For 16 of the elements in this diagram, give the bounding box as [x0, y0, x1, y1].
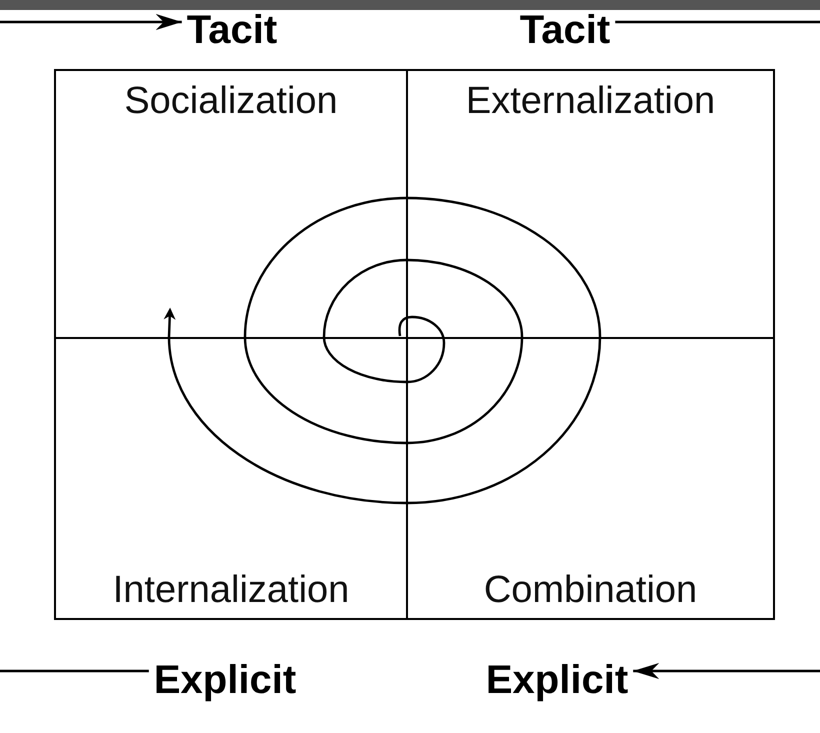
- connector-line: [0, 670, 149, 672]
- quadrant-box: [406, 69, 775, 339]
- column-heading: Explicit: [486, 660, 628, 700]
- quadrant-box: [406, 337, 775, 620]
- column-heading: Tacit: [520, 10, 610, 50]
- quadrant-title: Externalization: [466, 81, 716, 123]
- quadrant-title: Internalization: [112, 570, 350, 612]
- quadrant-title: Socialization: [124, 81, 338, 123]
- quadrant-title: Combination: [484, 570, 698, 612]
- arrow: [633, 663, 820, 679]
- connector-line: [615, 20, 820, 24]
- quadrant-box: [54, 69, 408, 339]
- arrow: [0, 14, 182, 30]
- column-heading: Tacit: [186, 10, 278, 50]
- quadrant-box: [54, 337, 408, 620]
- column-heading: Explicit: [154, 660, 296, 700]
